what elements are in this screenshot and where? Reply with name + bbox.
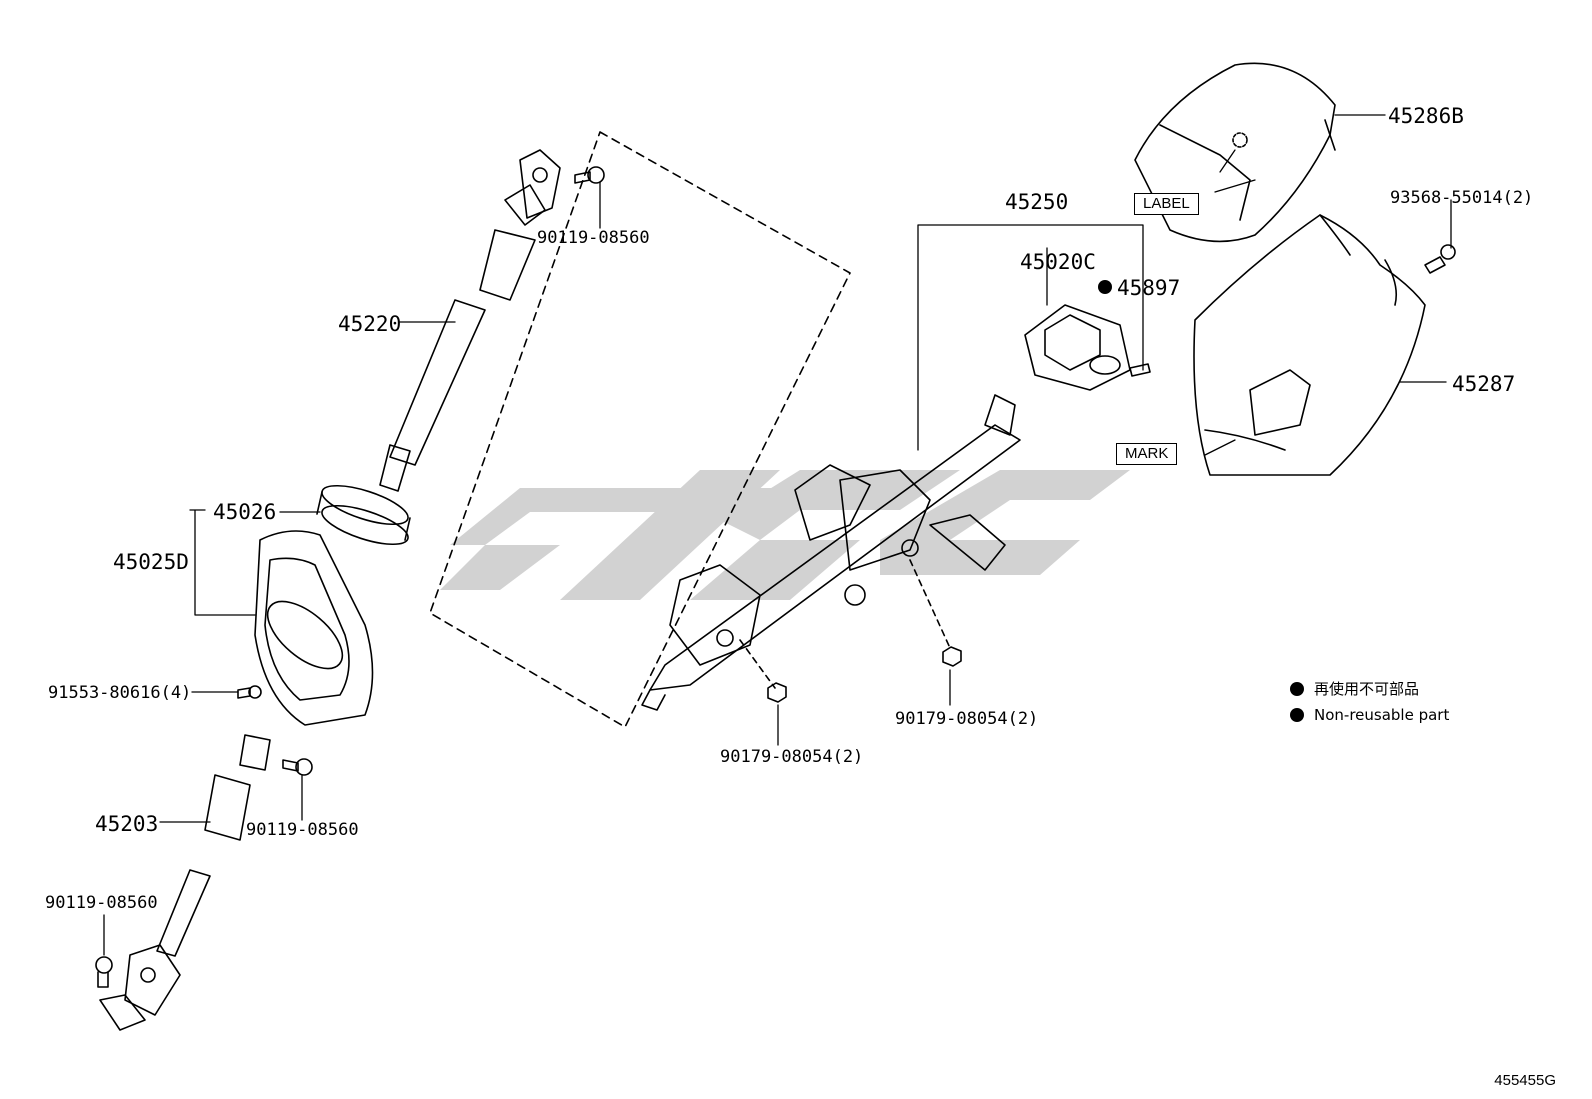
callout-45020C[interactable]: 45020C [1020, 250, 1096, 274]
bolt-90119-bot-drawing [95, 956, 113, 988]
non-reusable-dot-icon [1290, 708, 1304, 722]
callout-90119-08560-mid[interactable]: 90119-08560 [246, 820, 359, 840]
label-box: LABEL [1134, 193, 1199, 215]
callout-45026[interactable]: 45026 [213, 500, 277, 524]
bolt-91553-drawing [237, 685, 262, 699]
callout-90179-08054-left[interactable]: 90179-08054(2) [720, 747, 864, 767]
callout-90119-08560-top[interactable]: 90119-08560 [537, 228, 650, 248]
callout-90179-08054-right[interactable]: 90179-08054(2) [895, 709, 1039, 729]
callout-93568-55014[interactable]: 93568-55014(2) [1390, 188, 1534, 208]
grommet-45026-drawing [316, 484, 411, 546]
nut-90179-right-drawing [942, 646, 962, 667]
mark-box: MARK [1116, 443, 1178, 465]
callout-45025D[interactable]: 45025D [113, 550, 189, 574]
legend-japanese: 再使用不可部品 [1290, 679, 1419, 699]
lock-45020C-drawing [1024, 304, 1131, 391]
callout-45203[interactable]: 45203 [95, 812, 159, 836]
callout-45250[interactable]: 45250 [1005, 190, 1069, 214]
callout-45897[interactable]: 45897 [1117, 276, 1181, 300]
leader-lines [103, 114, 1452, 956]
watermark-logo [440, 470, 1130, 600]
callout-90119-08560-bottom[interactable]: 90119-08560 [45, 893, 158, 913]
callout-45287[interactable]: 45287 [1452, 372, 1516, 396]
boot-45025D-drawing [254, 530, 374, 726]
cover-45287-drawing [1193, 214, 1426, 476]
callout-45286B[interactable]: 45286B [1388, 104, 1464, 128]
shaft-45203-drawing [99, 734, 271, 1031]
legend-english: Non-reusable part [1290, 705, 1449, 725]
bolt-45897-drawing [1129, 363, 1151, 377]
callout-45220[interactable]: 45220 [338, 312, 402, 336]
bolt-90119-top-drawing [574, 166, 605, 184]
nut-90179-left-drawing [767, 682, 787, 703]
bolt-90119-mid-drawing [282, 758, 313, 776]
callout-91553-80616[interactable]: 91553-80616(4) [48, 683, 192, 703]
non-reusable-dot-icon [1290, 682, 1304, 696]
dashed-group-outline [429, 131, 851, 728]
diagram-code: 455455G [1494, 1072, 1556, 1089]
non-reusable-mark-45897 [1098, 280, 1112, 294]
column-45250-drawing [641, 394, 1021, 711]
bolt-93568-drawing [1424, 244, 1456, 274]
shaft-45220-drawing [379, 149, 561, 492]
cover-45286B-drawing [1134, 62, 1336, 243]
